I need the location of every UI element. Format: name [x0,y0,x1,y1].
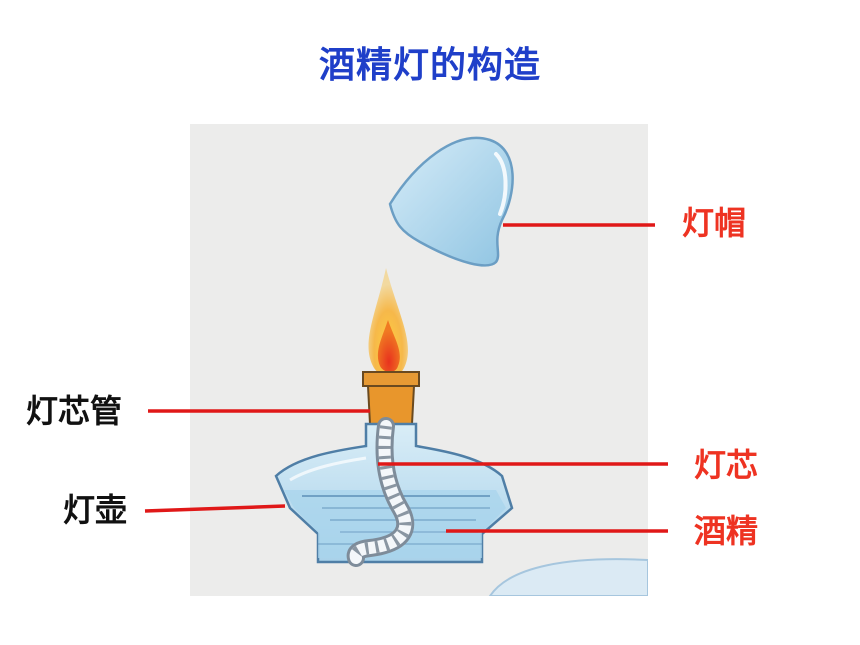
label-wick-tube: 灯芯管 [26,392,123,430]
leader-line-pot [144,504,286,513]
page-title: 酒精灯的构造 [318,45,541,86]
lamp-cap-shape [388,136,514,267]
label-cap: 灯帽 [682,204,747,242]
decorative-arc [488,558,648,596]
label-wick: 灯芯 [694,446,759,484]
flame-shape [368,268,408,377]
alcohol-lamp-drawing [274,136,648,596]
label-pot: 灯壶 [63,491,128,529]
label-alcohol: 酒精 [694,512,759,550]
alcohol-lamp-illustration [190,124,648,596]
